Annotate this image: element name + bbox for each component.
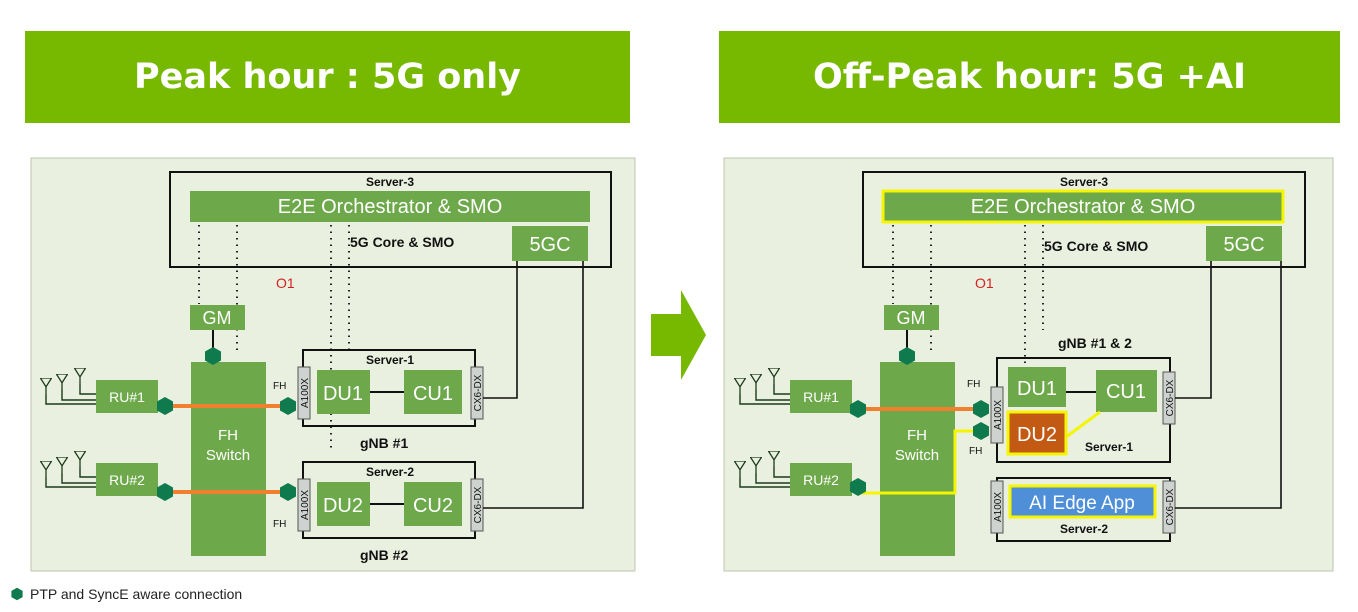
right-backhaul-1 xyxy=(1175,261,1212,399)
arrow-right-icon xyxy=(651,290,706,380)
right-backhaul-2 xyxy=(1175,261,1282,509)
legend: PTP and SyncE aware connection xyxy=(10,586,242,602)
left-cu1-box xyxy=(404,370,462,414)
right-du1-label: DU1 xyxy=(1017,378,1057,400)
left-orchestrator-label: E2E Orchestrator & SMO xyxy=(278,196,503,218)
left-mgmt-lines xyxy=(198,225,350,452)
right-5gc-label: 5GC xyxy=(1223,234,1264,256)
left-fh-label-2: FH xyxy=(273,519,286,530)
left-ru1-label: RU#1 xyxy=(109,389,145,405)
hexagon-port-icon xyxy=(11,587,23,601)
right-server3-label: Server-3 xyxy=(1060,175,1108,189)
left-orchestrator-box xyxy=(190,191,590,222)
right-gm-label: GM xyxy=(897,308,926,328)
left-fh-switch-line1: FH xyxy=(218,427,238,444)
left-du2-label: DU2 xyxy=(323,495,363,517)
right-gm-box xyxy=(884,305,939,330)
right-o1-label: O1 xyxy=(975,275,994,291)
right-ru1-label: RU#1 xyxy=(803,389,839,405)
right-fh-switch xyxy=(880,362,955,556)
right-fh-label-2: FH xyxy=(969,446,982,457)
right-du2-label: DU2 xyxy=(1017,424,1057,446)
right-orchestrator-box xyxy=(881,189,1285,224)
left-gm-label: GM xyxy=(203,308,232,328)
left-backhaul-2 xyxy=(483,261,584,509)
left-a100x-1 xyxy=(297,366,311,420)
right-server3-box xyxy=(862,171,1306,268)
right-core-label: 5G Core & SMO xyxy=(1044,238,1148,254)
right-title: Off-Peak hour: 5G +AI xyxy=(812,57,1247,97)
right-du1-box xyxy=(1008,367,1066,407)
left-backhaul-1 xyxy=(483,261,518,399)
right-cu1-label: CU1 xyxy=(1106,381,1146,403)
right-du2-cu1-link xyxy=(1065,410,1101,439)
left-gnb1-label: gNB #1 xyxy=(360,435,408,451)
right-ru1-box xyxy=(790,380,852,413)
right-a100x-2 xyxy=(990,480,1004,534)
left-server2-label: Server-2 xyxy=(366,465,414,479)
right-gnb12-label: gNB #1 & 2 xyxy=(1058,335,1132,351)
left-gnb2-label: gNB #2 xyxy=(360,547,408,563)
left-du1-label: DU1 xyxy=(323,383,363,405)
left-du1-box xyxy=(317,370,370,414)
left-cx6dx-2-label: CX6-DX xyxy=(473,486,484,523)
left-cx6dx-1-label: CX6-DX xyxy=(473,374,484,411)
left-o1-label: O1 xyxy=(276,275,295,291)
right-cu1-box xyxy=(1096,370,1157,412)
right-ai-app-label: AI Edge App xyxy=(1029,493,1135,514)
right-cx6dx-2-label: CX6-DX xyxy=(1165,488,1176,525)
right-orchestrator-label: E2E Orchestrator & SMO xyxy=(971,196,1196,218)
right-fh-link-2 xyxy=(858,429,981,495)
left-cu2-label: CU2 xyxy=(413,495,453,517)
right-ru2-label: RU#2 xyxy=(803,472,839,488)
right-du2-box xyxy=(1006,410,1068,456)
left-a100x-1-label: A100X xyxy=(300,378,311,408)
right-fh-switch-line1: FH xyxy=(907,427,927,444)
left-server3-box xyxy=(169,171,612,268)
left-cx6dx-1 xyxy=(470,366,484,420)
left-ru2-box xyxy=(96,463,158,496)
left-core-label: 5G Core & SMO xyxy=(350,234,454,250)
left-cu2-box xyxy=(404,482,462,526)
left-du2-box xyxy=(317,482,370,526)
right-a100x-1-label: A100X xyxy=(993,400,1004,430)
right-cx6dx-1-label: CX6-DX xyxy=(1165,379,1176,416)
left-server3-label: Server-3 xyxy=(366,175,414,189)
right-cx6dx-2 xyxy=(1162,480,1176,534)
right-ru2-box xyxy=(790,463,852,496)
left-gm-box xyxy=(190,305,245,330)
left-diagram: Server-3 E2E Orchestrator & SMO 5G Core … xyxy=(30,157,636,572)
left-a100x-2-label: A100X xyxy=(300,490,311,520)
left-server1-label: Server-1 xyxy=(366,353,414,367)
left-fh-label-1: FH xyxy=(273,381,286,392)
left-a100x-2 xyxy=(297,478,311,532)
right-a100x-1 xyxy=(990,386,1004,444)
left-cu1-label: CU1 xyxy=(413,383,453,405)
right-fh-label-1: FH xyxy=(967,379,980,390)
left-cx6dx-2 xyxy=(470,478,484,532)
legend-text: PTP and SyncE aware connection xyxy=(30,586,243,602)
right-a100x-2-label: A100X xyxy=(993,492,1004,522)
left-fh-switch xyxy=(191,362,266,556)
left-5gc-box xyxy=(512,226,588,261)
right-title-banner: Off-Peak hour: 5G +AI xyxy=(719,31,1340,123)
right-5gc-box xyxy=(1206,226,1282,261)
left-fh-switch-line2: Switch xyxy=(206,447,250,464)
right-fh-switch-line2: Switch xyxy=(895,447,939,464)
right-server2-label: Server-2 xyxy=(1060,522,1108,536)
left-ru1-box xyxy=(96,380,158,413)
left-title: Peak hour : 5G only xyxy=(133,57,522,97)
left-5gc-label: 5GC xyxy=(529,234,570,256)
right-ai-app-box xyxy=(1008,484,1157,519)
right-server1-label: Server-1 xyxy=(1085,440,1133,454)
right-diagram: Server-3 E2E Orchestrator & SMO 5G Core … xyxy=(723,157,1334,572)
left-title-banner: Peak hour : 5G only xyxy=(25,31,630,123)
right-mgmt-lines xyxy=(892,225,1044,380)
left-ru2-label: RU#2 xyxy=(109,472,145,488)
